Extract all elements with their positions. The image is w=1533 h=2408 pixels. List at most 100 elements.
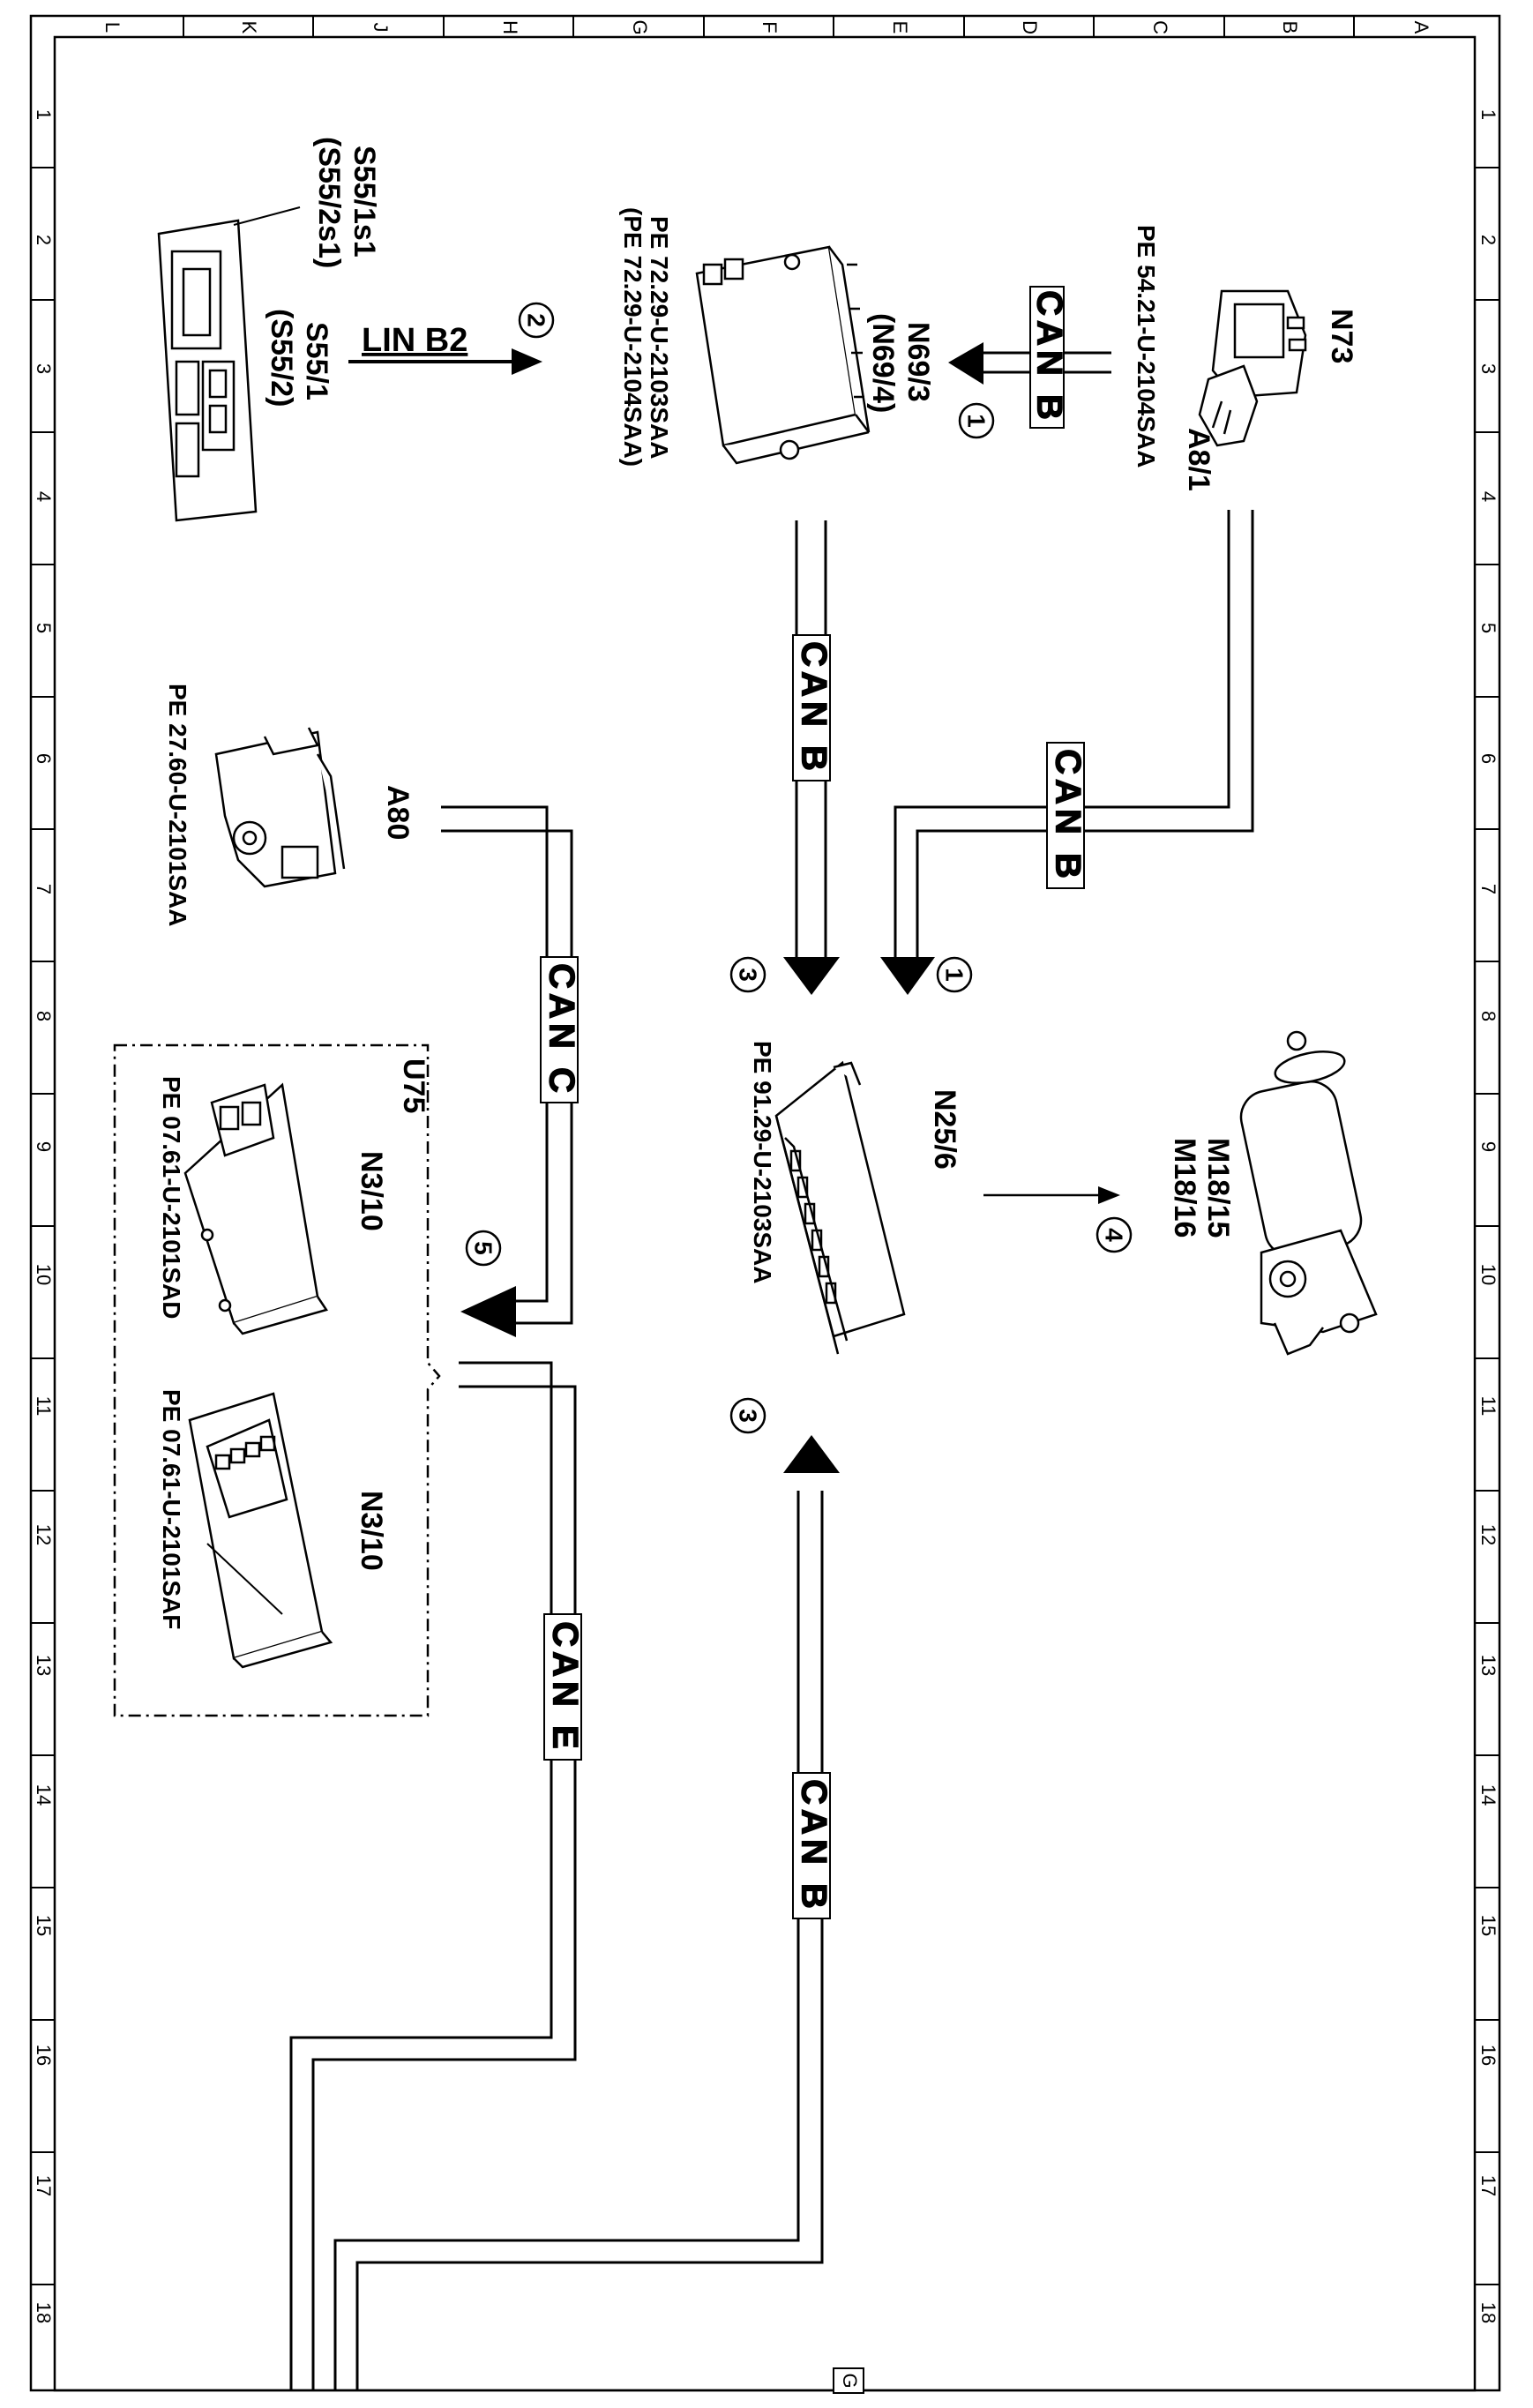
grid-letter: J	[370, 23, 392, 33]
callout-1: 1	[941, 968, 968, 982]
arrow-to-n69	[948, 342, 983, 385]
grid-letter: A	[1410, 21, 1432, 34]
arrowheads	[460, 342, 1120, 1473]
n3-10-ref-a: PE 07.61-U-2101SAD	[158, 1076, 185, 1319]
grid-number: 13	[1477, 1655, 1499, 1676]
can-b-label: CAN B	[794, 641, 833, 775]
s55-switch-panel	[157, 206, 301, 522]
grid-number: 5	[33, 623, 55, 633]
n3-10-label-b: N3/10	[355, 1491, 388, 1571]
grid-number: 17	[33, 2175, 55, 2196]
arrow-can-b-up	[783, 1435, 840, 1473]
s55-1s1-label: S55/1s1	[348, 146, 381, 258]
arrow-can-b-down-1	[783, 957, 840, 995]
grid-letter: G	[629, 19, 651, 34]
grid-number: 9	[1477, 1141, 1499, 1152]
row-numbers-left: 1 2 3 4 5 6 7 8 9 10 11 12 13 14 15 16 1…	[33, 109, 55, 2323]
n25-control-unit	[774, 1060, 906, 1355]
grid-number: 17	[1477, 2175, 1499, 2196]
grid-number: 14	[33, 1784, 55, 1806]
grid-number: 9	[33, 1141, 55, 1152]
grid-number: 18	[33, 2302, 55, 2323]
grid-number: 10	[33, 1264, 55, 1285]
a80-actuator	[214, 727, 346, 888]
grid-letter: K	[238, 21, 260, 34]
grid-number: 8	[33, 1011, 55, 1021]
grid-number: 16	[1477, 2045, 1499, 2066]
n3-10-ref-b: PE 07.61-U-2101SAF	[158, 1389, 185, 1629]
callout-1: 1	[963, 414, 991, 428]
grid-number: 1	[1477, 109, 1499, 120]
page-marker: G	[833, 2367, 864, 2394]
callouts	[465, 302, 1133, 1434]
grid-number: 1	[33, 109, 55, 120]
can-b-label: CAN B	[1029, 290, 1068, 424]
callout-5: 5	[470, 1241, 497, 1255]
can-e-label: CAN E	[545, 1621, 584, 1753]
grid-letter: F	[759, 21, 781, 33]
can-b-label: CAN B	[794, 1779, 833, 1913]
n3-10-ecu-a	[183, 1082, 328, 1335]
u75-label: U75	[397, 1058, 430, 1113]
a8-1-label: A8/1	[1182, 428, 1215, 491]
grid-number: 2	[33, 235, 55, 245]
grid-letter: E	[889, 21, 911, 34]
grid-number: 12	[1477, 1524, 1499, 1545]
arrow-can-c-left	[460, 1286, 516, 1337]
grid-letter: B	[1279, 21, 1301, 34]
grid-letter: H	[499, 20, 521, 34]
grid-letter: D	[1019, 20, 1041, 34]
a80-label: A80	[381, 785, 415, 840]
grid-number: 3	[33, 363, 55, 374]
grid-number: 3	[1477, 363, 1499, 374]
page-marker-label: G	[839, 2373, 861, 2388]
m18-15-label: M18/15	[1201, 1138, 1235, 1238]
grid-number: 4	[1477, 491, 1499, 502]
grid-letter: L	[101, 22, 123, 33]
grid-number: 11	[1477, 1396, 1499, 1417]
grid-number: 12	[33, 1524, 55, 1545]
grid-number: 8	[1477, 1011, 1499, 1021]
n73-ignition-switch	[1198, 289, 1307, 447]
grid-number: 2	[1477, 235, 1499, 245]
grid-number: 16	[33, 2045, 55, 2066]
grid-letter: C	[1149, 20, 1171, 34]
grid-number: 7	[1477, 884, 1499, 894]
grid-number: 10	[1477, 1264, 1499, 1285]
s55-2-label: (S55/2)	[265, 309, 298, 408]
callout-2: 2	[523, 313, 550, 327]
n25-ref: PE 91.29-U-2103SAA	[749, 1041, 776, 1283]
grid-number: 15	[1477, 1915, 1499, 1936]
lin-b2-label: LIN B2	[362, 322, 467, 359]
n69-label: N69/3	[901, 322, 935, 402]
bus-labels: CAN B CAN B CAN B CAN C CAN E CAN B LIN …	[362, 286, 1088, 1919]
callout-3: 3	[735, 968, 762, 982]
grid-number: 18	[1477, 2302, 1499, 2323]
n73-label: N73	[1325, 309, 1358, 363]
a80-ref: PE 27.60-U-2101SAA	[164, 684, 191, 926]
component-labels: N73 PE 54.21-U-2104SAA A8/1 N69/3 (N69/4…	[158, 137, 1358, 1629]
drawing-frame	[29, 14, 1501, 2392]
grid-number: 14	[1477, 1784, 1499, 1806]
grid-number: 6	[1477, 753, 1499, 764]
n3-10-ecu-b	[188, 1392, 333, 1669]
grid-number: 15	[33, 1915, 55, 1936]
n3-10-label-a: N3/10	[355, 1151, 388, 1231]
grid-number: 11	[33, 1396, 55, 1417]
m18-16-label: M18/16	[1168, 1138, 1201, 1238]
arrow-can-b-down-2	[880, 957, 935, 995]
n69-ref-alt: (PE 72.29-U-2104SAA)	[619, 207, 647, 467]
n73-ref: PE 54.21-U-2104SAA	[1133, 225, 1160, 467]
s55-2s1-label: (S55/2s1)	[312, 137, 346, 268]
can-c-label: CAN C	[542, 963, 580, 1097]
column-letters: L K J H G F E D C B A	[101, 19, 1432, 34]
callout-4: 4	[1101, 1228, 1128, 1242]
n69-label-alt: (N69/4)	[866, 313, 900, 413]
s55-1-label: S55/1	[300, 322, 333, 400]
grid-number: 4	[33, 491, 55, 502]
m18-motor	[1239, 1030, 1378, 1356]
u75-group-box: U75	[113, 1043, 441, 1717]
grid-number: 7	[33, 884, 55, 894]
callout-numbers: 1 2 3 1 3 4 5	[470, 313, 1128, 1423]
